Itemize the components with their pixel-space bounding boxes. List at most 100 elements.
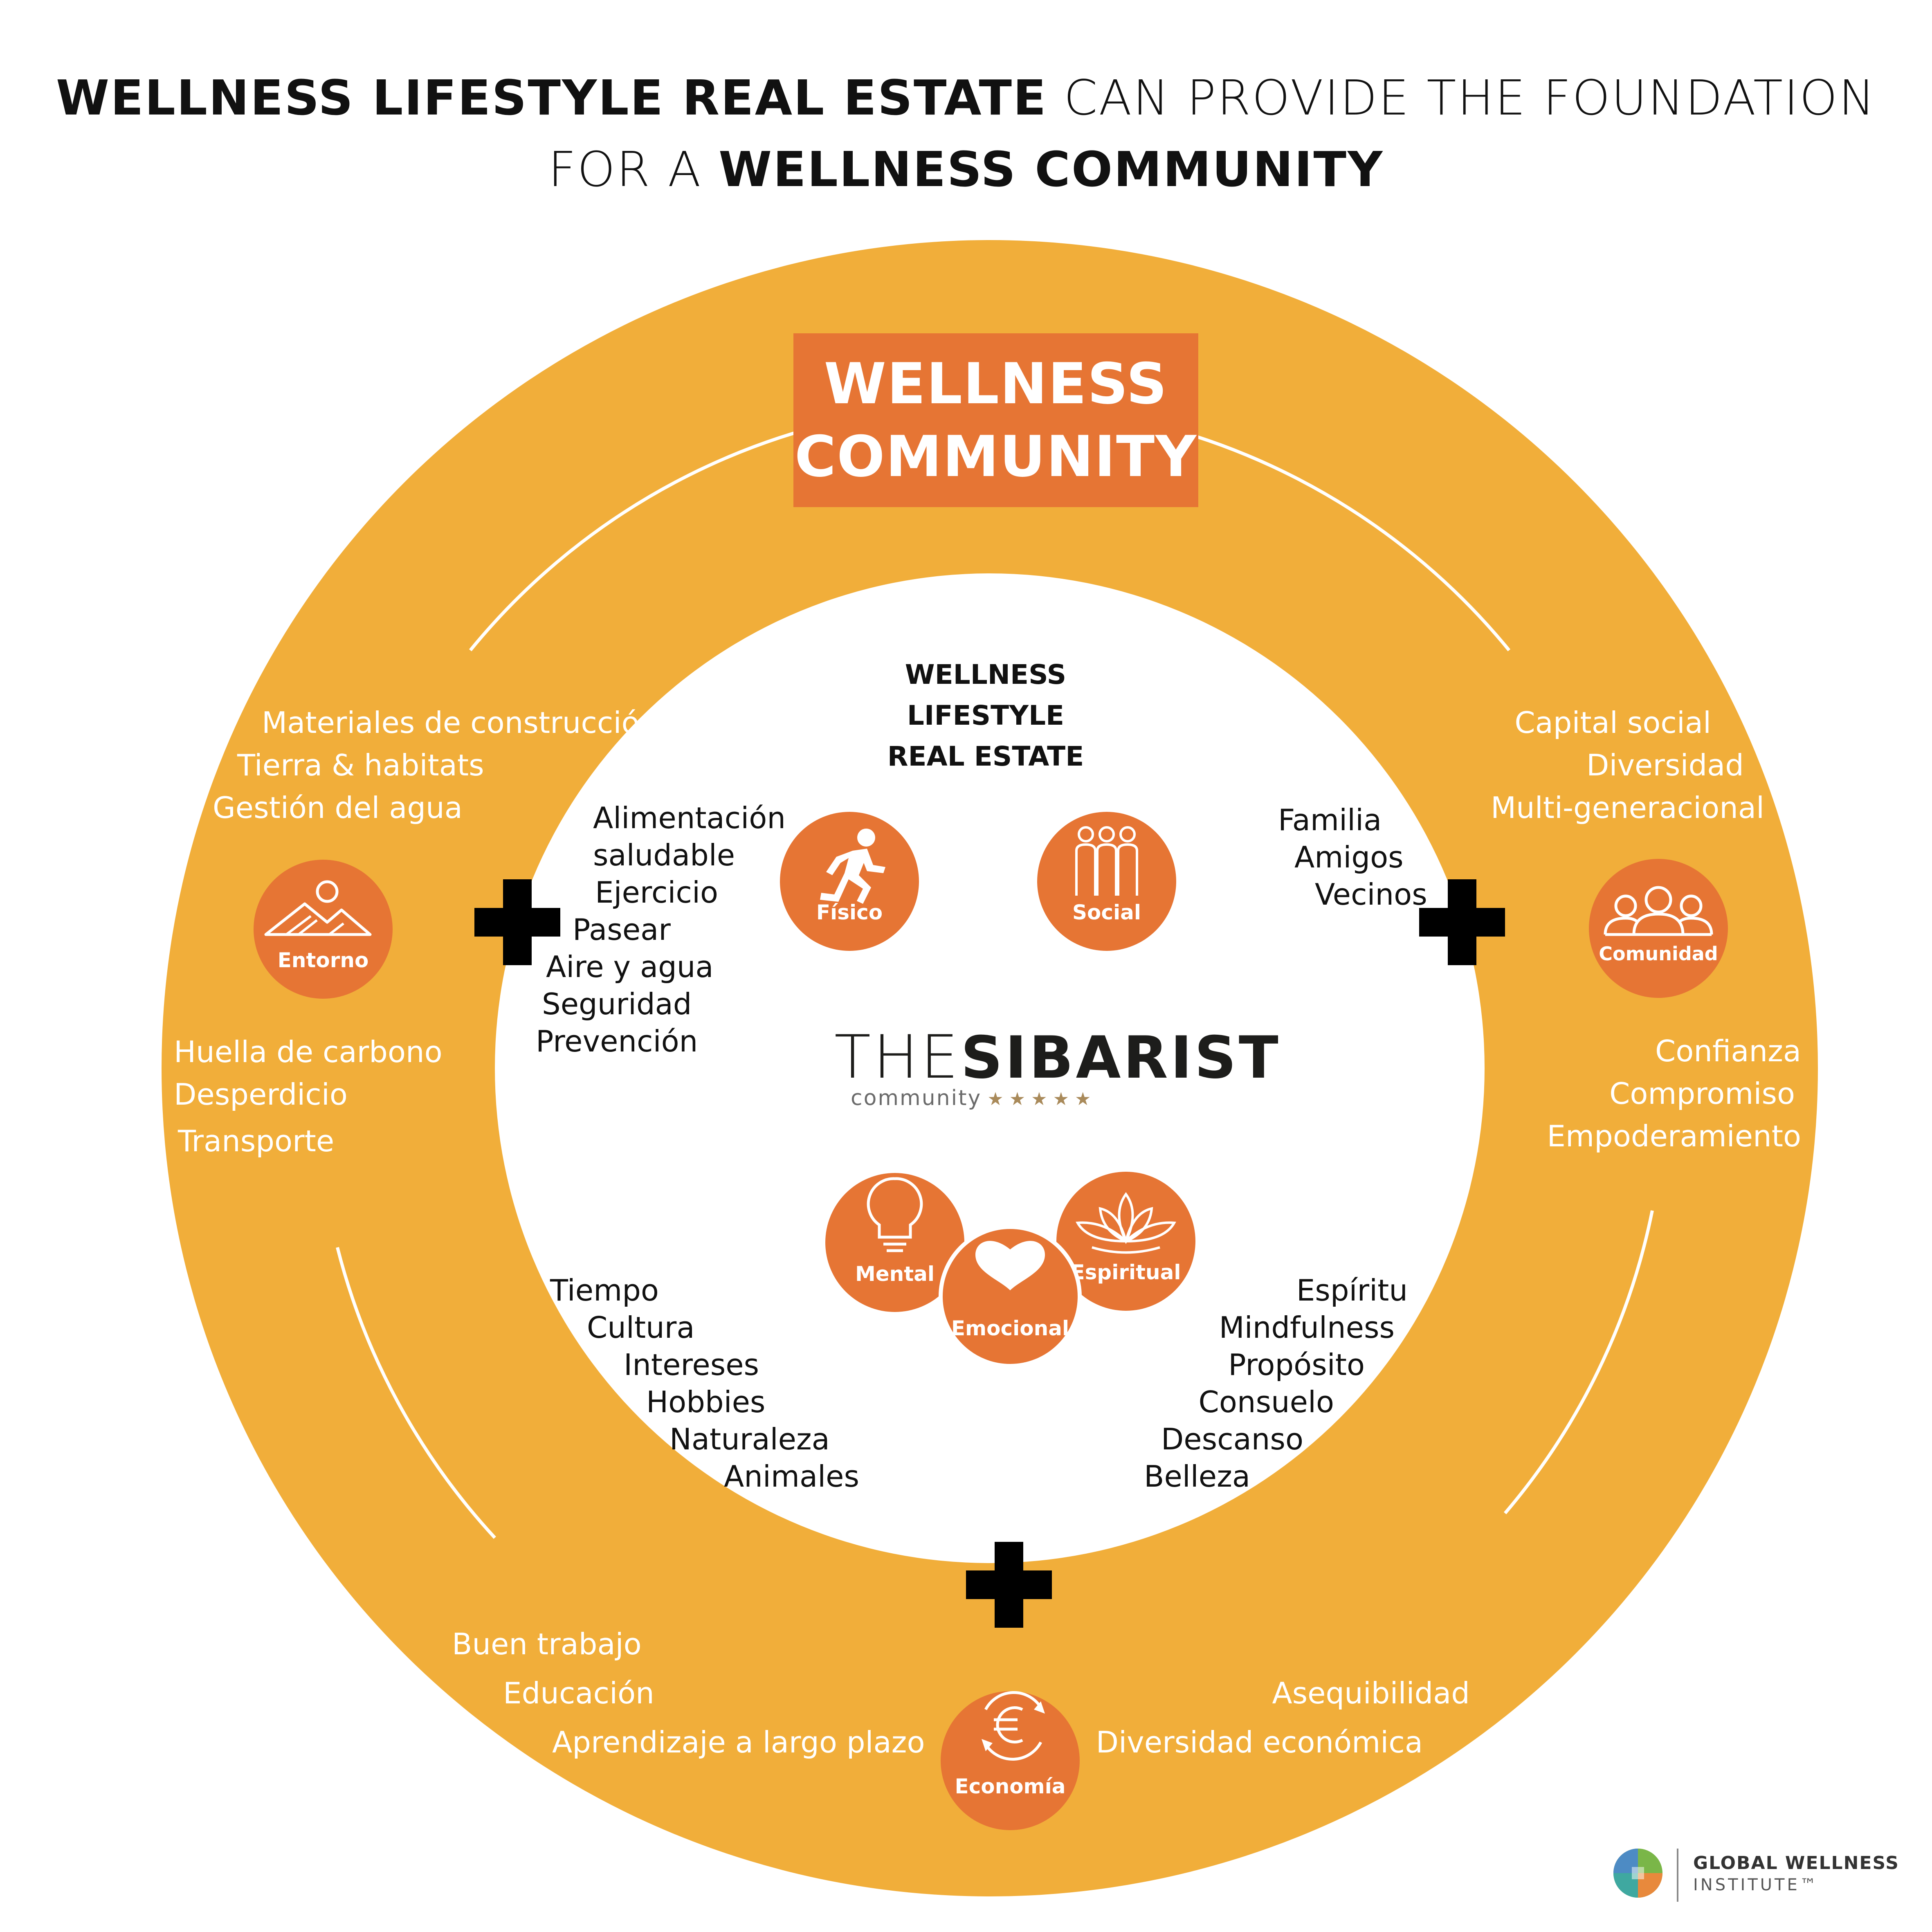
list-item: Amigos [1294,840,1404,874]
list-item: Compromiso [1609,1076,1795,1111]
sun-icon [316,880,339,903]
list-item: Naturaleza [669,1422,830,1456]
plus-icon-bottom [966,1542,1052,1628]
list-item: Ejercicio [595,875,719,910]
gwi-institute: INSTITUTE™ [1693,1876,1819,1894]
list-item: Desperdicio [174,1077,348,1112]
list-item: Animales [724,1459,859,1494]
node-mental: Mental [825,1173,964,1312]
gwi-name: GLOBAL WELLNESS [1693,1853,1899,1874]
list-item: Capital social [1514,705,1711,740]
gwi-logo: GLOBAL WELLNESS INSTITUTE™ [1611,1844,1898,1906]
social-label: Social [1072,901,1141,924]
entorno-bottom-list: Huella de carbono Desperdicio Transporte [174,1031,443,1158]
list-item: Belleza [1144,1459,1250,1494]
wellness-community-line-2: COMMUNITY [794,423,1197,490]
center-title-line: WELLNESS [905,659,1067,690]
node-social: Social [1037,812,1176,951]
list-item: Buen trabajo [452,1627,642,1661]
sibarist-wordmark: THESIBARIST [834,1022,1281,1092]
gwi-divider [1677,1849,1678,1902]
fisico-label: Físico [816,901,883,924]
node-emocional: Emocional [939,1225,1082,1368]
entorno-top-list: Materiales de construcción Tierra & habi… [213,701,658,829]
arc-left [336,1247,496,1539]
headline-rest-1: CAN PROVIDE THE FOUNDATION [1064,70,1876,126]
list-item: Descanso [1161,1422,1303,1456]
center-title-line: LIFESTYLE [907,700,1065,731]
mental-label: Mental [855,1262,935,1286]
list-item: Aire y agua [546,950,714,984]
node-entorno: Entorno [254,860,393,999]
node-economia: Economía [941,1691,1080,1830]
headline-bold-1: WELLNESS LIFESTYLE REAL ESTATE [56,70,1047,126]
list-item: Aprendizaje a largo plazo [552,1725,925,1759]
list-item: Tierra & habitats [237,748,484,782]
list-item: Huella de carbono [174,1035,443,1069]
wellness-community-line-1: WELLNESS [824,350,1168,417]
headline-line-1: WELLNESS LIFESTYLE REAL ESTATE CAN PROVI… [0,70,1932,126]
list-item: Cultura [587,1310,695,1345]
list-item: Pasear [573,912,671,947]
list-item: Seguridad [542,987,692,1021]
espiritual-label: Espiritual [1071,1260,1181,1284]
heart-icon [975,1241,1045,1290]
lightbulb-icon [867,1177,923,1252]
emocional-label: Emocional [951,1316,1069,1340]
list-item: saludable [593,838,735,872]
list-item: Vecinos [1315,877,1427,912]
list-item: Intereses [624,1348,759,1382]
list-item: Tiempo [550,1273,659,1307]
comunidad-label: Comunidad [1599,943,1718,965]
center-title: WELLNESS LIFESTYLE REAL ESTATE [842,654,1129,777]
node-comunidad: Comunidad [1589,859,1728,998]
list-item: Prevención [536,1024,698,1058]
list-item: Propósito [1228,1348,1365,1382]
runner-icon [820,829,885,904]
comunidad-top-list: Capital social Diversidad Multi-generaci… [1491,701,1764,829]
list-item: Gestión del agua [213,791,463,825]
mental-list: Tiempo Cultura Intereses Hobbies Natural… [550,1272,859,1495]
list-item: Alimentación [593,801,786,835]
mountain-icon [264,902,372,936]
stars-rating: ★★★★★ [987,1089,1097,1110]
list-item: Transporte [178,1124,335,1158]
list-item: Mindfulness [1219,1310,1395,1345]
lotus-icon [1076,1192,1176,1254]
group-icon [1604,886,1713,936]
list-item: Multi-generacional [1490,791,1764,825]
list-item: Consuelo [1198,1385,1334,1419]
plus-icon-left [474,879,560,965]
comunidad-bottom-list: Confianza Compromiso Empoderamiento [1547,1030,1801,1157]
headline-line-2: FOR A WELLNESS COMMUNITY [0,141,1932,198]
list-item: Hobbies [646,1385,766,1419]
list-item: Diversidad [1586,748,1744,782]
headline-bold-2: WELLNESS COMMUNITY [719,141,1384,198]
list-item: Espíritu [1296,1273,1408,1307]
sibarist-sub: community★★★★★ [851,1086,1097,1110]
node-fisico: Físico [780,812,919,951]
list-item: Empoderamiento [1547,1119,1801,1153]
inner-circle [495,573,1485,1563]
economia-label: Economía [955,1775,1065,1798]
fisico-list: Alimentación saludable Ejercicio Pasear … [536,800,786,1060]
social-list: Familia Amigos Vecinos [1278,802,1427,913]
wellness-community-box: WELLNESS COMMUNITY [793,333,1198,507]
euro-icon [982,1691,1045,1761]
center-title-line: REAL ESTATE [887,741,1084,772]
sibarist-logo: THESIBARIST community★★★★★ [834,1027,1278,1110]
entorno-label: Entorno [278,948,369,972]
list-item: Confianza [1655,1034,1801,1068]
list-item: Materiales de construcción [262,705,658,740]
gwi-logo-mark [1613,1849,1662,1898]
economia-left-list: Buen trabajo Educación Aprendizaje a lar… [452,1620,925,1767]
headline-pre-2: FOR A [548,141,702,198]
node-espiritual: Espiritual [1056,1172,1195,1311]
list-item: Diversidad económica [1096,1725,1423,1759]
economia-right-list: Asequibilidad Diversidad económica [1096,1669,1470,1767]
list-item: Asequibilidad [1272,1676,1470,1710]
list-item: Educación [503,1676,654,1710]
plus-icon-right [1419,879,1505,965]
